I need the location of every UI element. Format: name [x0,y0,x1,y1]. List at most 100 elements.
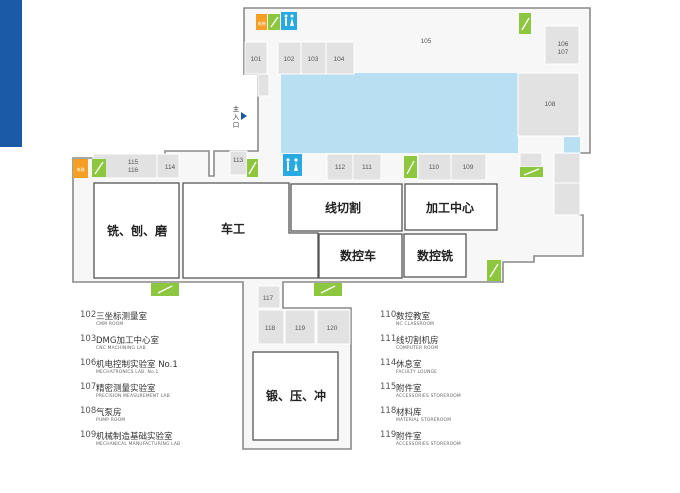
legend-number: 103 [80,334,97,344]
room-label: 109 [463,164,474,171]
restroom-icon [281,12,297,30]
hall-cnc-milling[interactable] [403,233,467,278]
legend-name-en: COMPUTER ROOM [396,346,439,351]
legend-name-en: FACULTY LOUNGE [396,370,438,375]
elevator-icon [256,14,267,30]
legend-name: 机电控制实验室 No.1 [96,360,178,370]
room-label: 101 [251,56,262,63]
room-right-2 [553,182,581,216]
stairs-icon [247,159,258,177]
legend-number: 106 [80,358,97,368]
hall-milling[interactable] [93,182,180,279]
room-label: 113 [233,157,244,164]
room-label: 104 [334,56,345,63]
room-111[interactable] [352,153,382,181]
room-label: 111 [362,164,372,171]
stairs-icon [520,167,543,177]
room-label: 105 [421,38,432,45]
elevator-icon [73,159,88,178]
room-label: 108 [545,101,556,108]
room-108[interactable] [517,72,580,137]
legend-name: 三坐标测量室 [96,312,148,322]
hall-forging[interactable] [252,351,339,441]
elevator-label: 电梯 [77,166,85,172]
blue-side-bar [0,0,22,147]
room-119[interactable] [284,309,316,345]
restroom-icon [283,154,302,176]
room-120[interactable] [316,309,351,345]
legend-number: 102 [80,310,97,320]
room-label: 116 [128,167,139,174]
legend-name-en: ACCESSORIES STOREROOM [396,442,461,447]
legend-number: 115 [380,382,397,392]
legend-name-en: PRECISION MEASUREMENT LAB [96,394,170,399]
room-label: 107 [558,49,569,56]
entrance-label: 口 [233,121,240,129]
room-right-1 [553,152,581,184]
hall-machining-center[interactable] [404,183,498,231]
room-label: 120 [327,325,338,332]
hall-label: 线切割 [325,200,361,215]
legend-name-en: PUMP ROOM [96,418,126,423]
legend-name: 精密测量实验室 [96,384,156,394]
legend-name: 数控教室 [396,312,431,322]
hall-wire-cut[interactable] [290,183,403,232]
room-label: 119 [295,325,306,332]
room-104[interactable] [325,41,355,75]
legend-number: 109 [80,430,97,440]
hall-label: 铣、刨、磨 [107,223,167,238]
room-118[interactable] [257,309,285,345]
room-right-3 [519,152,543,168]
legend-number: 119 [380,430,397,440]
entrance-label: 主 [233,104,240,113]
hall-lathe[interactable] [182,182,319,279]
legend-name-en: ACCESSORIES STOREROOM [396,394,461,399]
room-label: 103 [308,56,319,63]
room-label: 110 [429,164,440,171]
room-label: 115 [128,159,139,166]
legend-number: 111 [380,334,397,344]
legend-name: DMG加工中心室 [96,336,159,346]
legend-number: 107 [80,382,97,392]
entrance-arrow-icon [241,112,247,120]
hall-label: 车工 [221,221,245,236]
room-label: 118 [265,325,276,332]
room-110[interactable] [417,153,452,181]
legend-name: 线切割机房 [396,336,439,346]
entrance-label: 入 [233,114,240,121]
hall-label: 锻、压、冲 [266,388,326,403]
courtyard-corner [564,137,580,153]
legend-name-en: CMM ROOM [96,322,124,327]
hall-label: 数控车 [340,248,376,263]
legend-name: 附件室 [396,432,422,442]
room-106-107[interactable] [544,25,580,65]
legend-name: 机械制造基础实验室 [96,432,173,442]
elevator-label: 电梯 [258,20,266,26]
legend-number: 108 [80,406,97,416]
legend-name-en: NC CLASSROOM [396,322,435,327]
legend-number: 118 [380,406,397,416]
legend-name-en: MECHANICAL MANUFACTURING LAB [96,442,181,447]
room-label: 102 [284,56,295,63]
legend-name-en: CNC MACHINING LAB [96,346,146,351]
room-small-top [257,73,270,97]
stairs-icon [314,283,342,296]
legend-name: 休息室 [396,360,422,370]
room-117[interactable] [257,285,281,309]
courtyard [281,73,518,153]
legend-name: 附件室 [396,384,422,394]
legend-name: 材料库 [396,408,422,418]
legend-number: 110 [380,310,397,320]
hall-cnc-lathe[interactable] [318,233,403,279]
room-114[interactable] [156,153,180,179]
room-109[interactable] [450,153,487,181]
stairs-icon [487,260,501,281]
legend-name-en: MECHATRONICS LAB. No.1 [96,370,159,375]
stairs-icon [519,13,531,34]
room-101[interactable] [244,41,268,75]
hall-label: 数控铣 [417,248,453,263]
room-label: 117 [263,295,274,302]
stairs-icon [404,156,417,178]
room-label: 112 [335,164,346,171]
